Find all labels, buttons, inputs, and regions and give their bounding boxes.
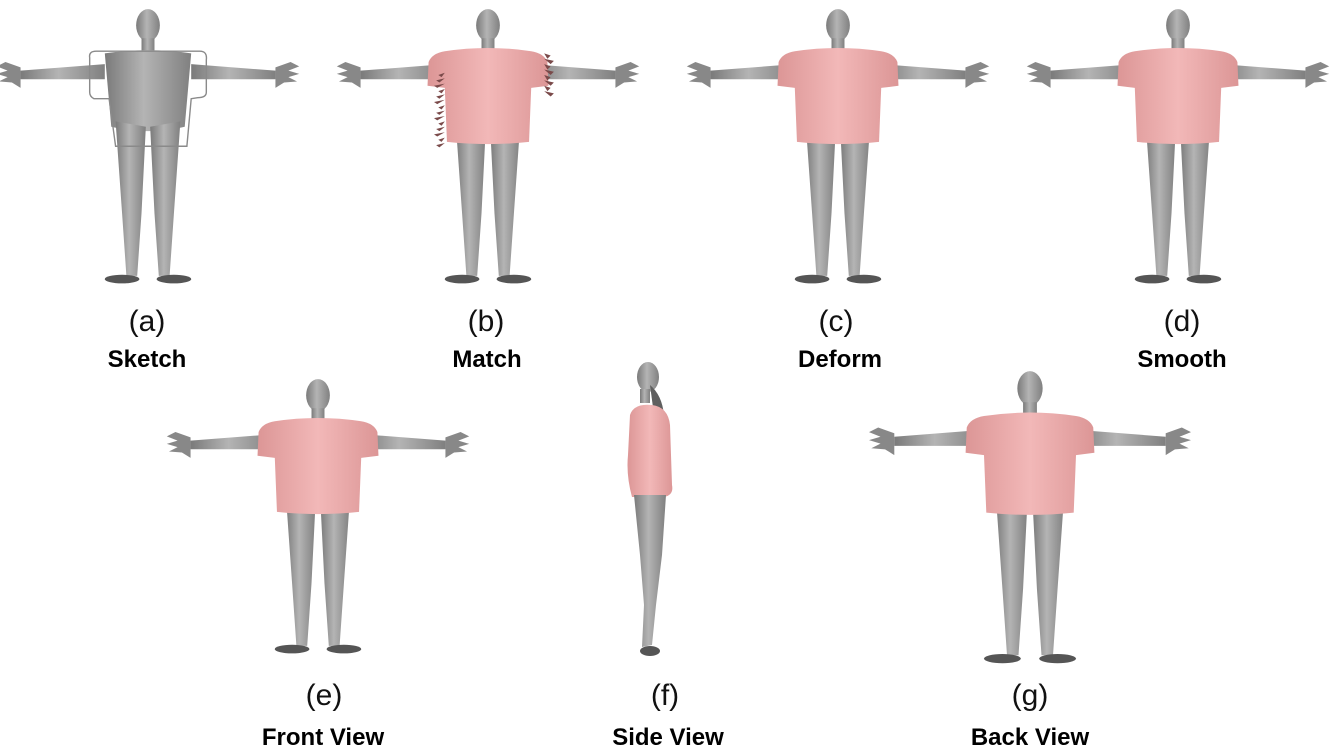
match-artifact [544, 86, 550, 91]
left-foot [795, 275, 830, 284]
head [136, 9, 160, 41]
match-artifact [544, 53, 550, 58]
figure-body [337, 9, 639, 283]
panel-g [870, 365, 1190, 665]
right-foot [1187, 275, 1222, 284]
right-foot [497, 275, 532, 284]
panel-c [690, 0, 990, 290]
left-hand [337, 62, 361, 88]
match-artifact [436, 143, 445, 147]
label-a: (a) [67, 306, 227, 338]
right-leg [150, 121, 180, 275]
left-foot [984, 654, 1021, 663]
left-leg [456, 121, 486, 275]
figure-e [170, 370, 470, 660]
right-leg [490, 121, 520, 275]
caption-e: Front View [203, 724, 443, 752]
figure-g [870, 365, 1190, 665]
figure-body [869, 371, 1191, 663]
left-leg [806, 121, 836, 275]
label-c: (c) [756, 306, 916, 338]
left-leg [286, 491, 316, 645]
caption-f: Side View [548, 724, 788, 752]
left-hand [167, 432, 191, 458]
head [476, 9, 500, 41]
torso [105, 50, 191, 131]
left-hand [687, 62, 711, 88]
head [1017, 371, 1042, 406]
panel-a [0, 0, 300, 290]
label-d: (d) [1102, 306, 1262, 338]
right-foot [1039, 654, 1076, 663]
caption-g: Back View [910, 724, 1150, 752]
left-foot [445, 275, 480, 284]
match-artifact [438, 121, 444, 125]
figure-body [687, 9, 989, 283]
shirt [966, 413, 1095, 515]
right-hand [1166, 428, 1191, 456]
figure-body [0, 9, 299, 283]
panel-e [170, 370, 470, 660]
right-hand [445, 432, 469, 458]
shirt [258, 418, 379, 514]
figure-d [1030, 0, 1330, 290]
head [1166, 9, 1190, 41]
match-artifact [436, 94, 445, 98]
right-leg [1180, 121, 1210, 275]
foot [640, 646, 660, 656]
left-foot [105, 275, 140, 284]
match-artifact [434, 100, 445, 104]
head [306, 379, 330, 411]
label-e: (e) [244, 680, 404, 712]
label-b: (b) [406, 306, 566, 338]
right-leg [320, 491, 350, 645]
left-hand [869, 428, 894, 456]
left-hand [1027, 62, 1051, 88]
match-artifact [434, 132, 445, 136]
match-artifact [438, 89, 444, 93]
shirt [428, 48, 549, 144]
head [637, 362, 659, 392]
left-leg [996, 491, 1028, 655]
right-leg [840, 121, 870, 275]
right-hand [275, 62, 299, 88]
right-foot [327, 645, 362, 654]
right-leg [1032, 491, 1064, 655]
match-artifact [438, 138, 444, 142]
shirt [1118, 48, 1239, 144]
figure-f [590, 355, 750, 665]
left-foot [1135, 275, 1170, 284]
right-hand [615, 62, 639, 88]
right-foot [157, 275, 192, 284]
panel-d [1030, 0, 1330, 290]
right-arm [191, 64, 275, 79]
label-f: (f) [585, 680, 745, 712]
match-artifact [436, 127, 445, 131]
right-hand [1305, 62, 1329, 88]
match-artifact [434, 116, 445, 120]
right-foot [847, 275, 882, 284]
right-hand [965, 62, 989, 88]
figure-b [340, 0, 640, 290]
legs [634, 495, 666, 647]
figure-a [0, 0, 300, 290]
match-artifact [544, 91, 554, 96]
shirt [778, 48, 899, 144]
figure-body [167, 379, 469, 653]
neck [640, 389, 650, 403]
left-hand [0, 62, 21, 88]
left-leg [116, 121, 146, 275]
panel-b [340, 0, 640, 290]
match-artifact [436, 111, 445, 115]
panel-f [590, 355, 750, 665]
head [826, 9, 850, 41]
left-foot [275, 645, 310, 654]
label-g: (g) [950, 680, 1110, 712]
shirt [628, 405, 673, 497]
figure-c [690, 0, 990, 290]
left-arm [21, 64, 105, 79]
left-leg [1146, 121, 1176, 275]
match-artifact [438, 105, 444, 109]
figure-body [1027, 9, 1329, 283]
